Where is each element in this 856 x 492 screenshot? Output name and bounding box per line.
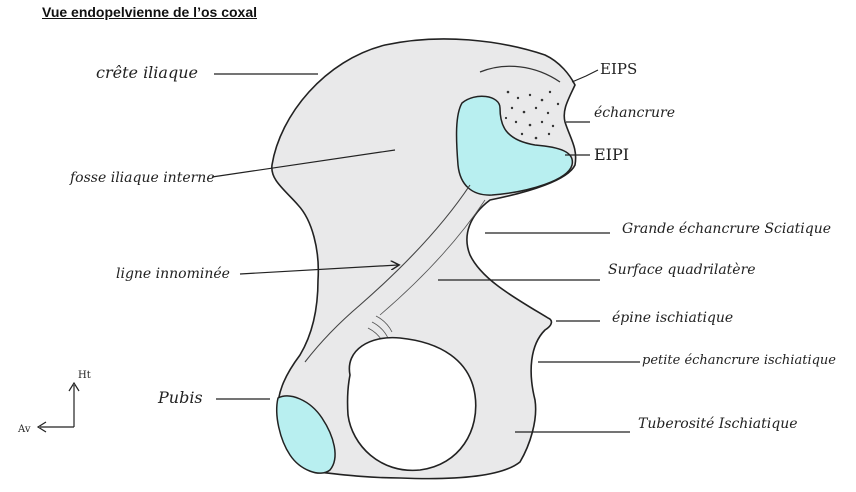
crest-rim bbox=[479, 65, 561, 83]
label-grande-echancrure: Grande échancrure Sciatique bbox=[622, 221, 831, 237]
axis-label-front: Av bbox=[17, 424, 31, 435]
label-fosse-iliaque: fosse iliaque interne bbox=[69, 170, 215, 186]
auricular-surface bbox=[455, 95, 574, 196]
leader-lines bbox=[211, 69, 640, 433]
label-ligne-innominee: ligne innominée bbox=[116, 266, 230, 282]
label-tuberosite: Tuberosité Ischiatique bbox=[638, 416, 798, 432]
arcuate-line bbox=[304, 184, 471, 363]
label-petite-echancrure: petite échancrure ischiatique bbox=[642, 353, 836, 368]
label-echancrure: échancrure bbox=[594, 105, 675, 121]
pubic-surface bbox=[276, 395, 336, 474]
obturator-foramen bbox=[346, 336, 477, 472]
label-eips: EIPS bbox=[600, 60, 637, 78]
label-eipi: EIPI bbox=[594, 145, 629, 164]
orientation-axes bbox=[36, 381, 80, 433]
label-surface-quadrilatere: Surface quadrilatère bbox=[608, 262, 756, 278]
label-epine-ischiatique: épine ischiatique bbox=[612, 310, 733, 326]
stippled-area bbox=[504, 90, 560, 140]
axis-label-up: Ht bbox=[78, 370, 91, 381]
label-crete-iliaque: crête iliaque bbox=[96, 63, 198, 82]
page-title: Vue endopelvienne de l’os coxal bbox=[42, 4, 257, 20]
label-pubis: Pubis bbox=[157, 388, 203, 407]
